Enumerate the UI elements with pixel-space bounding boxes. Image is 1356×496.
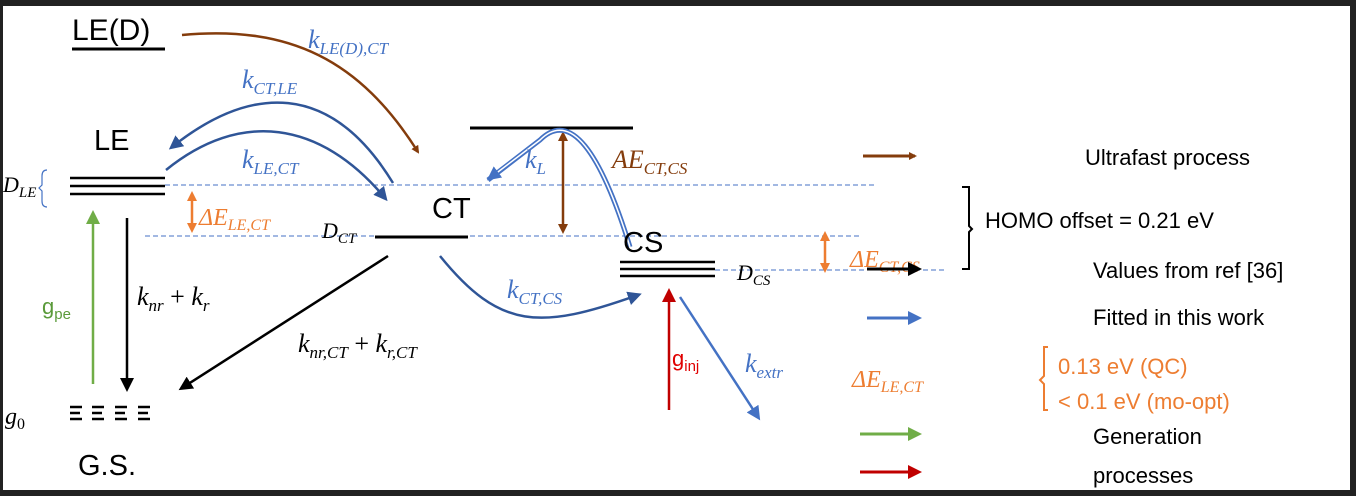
k-ct-le-arrow: [168, 101, 395, 184]
k-nr-ct-arrow: [178, 254, 389, 391]
k-ct-cs-arrow: [439, 255, 642, 319]
g0-label: g0: [5, 404, 25, 433]
legend-values-ref: Values from ref [36]: [1093, 258, 1283, 283]
k-ct-cs-label: kCT,CS: [507, 275, 563, 308]
le-levels: [70, 176, 165, 196]
ae-ct-cs-label: AECT,CS: [610, 145, 688, 178]
state-le-label: LE: [94, 125, 129, 157]
legend-ultrafast: Ultrafast process: [1085, 145, 1250, 170]
state-ct-label: CT: [432, 193, 471, 225]
d-le-bracket: [38, 169, 48, 208]
canvas-background: [3, 6, 1350, 490]
reference-dashed-lines: [145, 184, 945, 271]
k-led-ct-label: kLE(D),CT: [308, 25, 390, 58]
legend: Ultrafast process Values from ref [36] F…: [851, 145, 1283, 488]
d-ct-label: DCT: [321, 218, 358, 247]
legend-de-qc: 0.13 eV (QC): [1058, 354, 1188, 379]
legend-fitted: Fitted in this work: [1093, 305, 1265, 330]
k-extr-label: kextr: [745, 349, 783, 382]
knr-ct-kr-ct-label: knr,CT + kr,CT: [298, 329, 418, 362]
state-cs-label: CS: [623, 227, 663, 259]
ultrafast-arrow-led-ct: [181, 32, 420, 154]
d-cs-label: DCS: [736, 260, 771, 289]
g-inj-label: ginj: [672, 346, 699, 375]
legend-de-moopt: < 0.1 eV (mo-opt): [1058, 389, 1230, 414]
cs-levels: [620, 260, 715, 278]
state-gs-label: G.S.: [78, 450, 136, 482]
k-le-ct-arrow: [165, 130, 388, 202]
d-le-label: DLE: [2, 172, 36, 201]
gs-levels: [70, 405, 150, 421]
g-pe-label: gpe: [42, 294, 71, 323]
k-le-ct-label: kLE,CT: [242, 145, 300, 178]
homo-offset-bracket: [962, 186, 974, 270]
legend-de-le-ct: ΔELE,CT: [851, 367, 924, 396]
knr-kr-label: knr + kr: [137, 282, 210, 315]
state-le-d-label: LE(D): [72, 14, 150, 47]
legend-orange-bracket: [1038, 346, 1048, 411]
k-l-arrow: [486, 129, 631, 248]
k-l-label: kL: [525, 145, 546, 178]
de-le-ct-label: ΔELE,CT: [198, 205, 271, 234]
legend-generation: Generation: [1093, 424, 1202, 449]
k-ct-le-label: kCT,LE: [242, 65, 298, 98]
homo-offset-text: HOMO offset = 0.21 eV: [985, 208, 1214, 233]
k-extr-arrow: [678, 296, 761, 421]
legend-processes: processes: [1093, 463, 1193, 488]
